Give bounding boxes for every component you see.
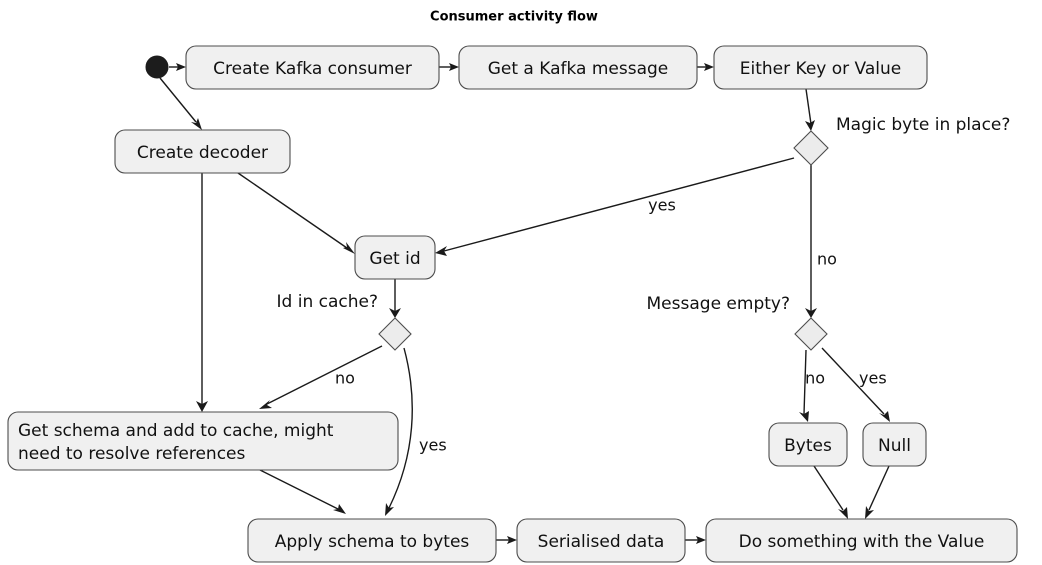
edge-label-message-empty-yes: yes: [859, 369, 887, 388]
node-get-id[interactable]: Get id: [354, 235, 436, 280]
node-apply-schema-to-bytes[interactable]: Apply schema to bytes: [247, 518, 497, 563]
edge-message-to-key-or-value: [697, 63, 714, 71]
edge-start-to-create-consumer: [169, 63, 186, 71]
arrowhead-icon: [259, 400, 272, 409]
arrowhead-icon: [696, 536, 706, 544]
arrowhead-icon: [805, 120, 815, 131]
node-do-something-with-value[interactable]: Do something with the Value: [705, 518, 1018, 563]
edge-label-magic-byte-yes: yes: [648, 196, 676, 215]
edge-null-to-do-something: [865, 465, 890, 519]
node-serialised-data[interactable]: Serialised data: [516, 518, 686, 563]
node-label-get-kafka-message: Get a Kafka message: [488, 59, 669, 79]
edge-cache-yes-to-apply-schema: yes: [385, 347, 447, 516]
page-title: Consumer activity flow: [430, 10, 598, 25]
arrowhead-icon: [879, 411, 890, 422]
edge-label-cache-no: no: [335, 369, 355, 388]
arrowhead-icon: [704, 63, 714, 71]
node-label-get-schema-line2: need to resolve references: [18, 444, 246, 464]
edge-magic-byte-no-to-message-empty: no: [805, 165, 837, 318]
node-id-in-cache-decision[interactable]: [378, 317, 412, 351]
start-node[interactable]: [145, 55, 169, 79]
edge-key-or-value-to-magic-byte: [805, 88, 815, 131]
node-label-do-something-with-value: Do something with the Value: [739, 532, 985, 552]
edge-magic-byte-yes-to-get-id: yes: [435, 157, 795, 256]
arrowhead-icon: [435, 246, 447, 256]
node-label-create-kafka-consumer: Create Kafka consumer: [213, 59, 412, 79]
edge-label-magic-byte-no: no: [817, 250, 837, 269]
node-label-null: Null: [878, 436, 911, 456]
edge-label-cache-yes: yes: [419, 436, 447, 455]
edge-apply-schema-to-serialised: [496, 536, 517, 544]
edge-bytes-to-do-something: [813, 465, 848, 519]
node-label-apply-schema-to-bytes: Apply schema to bytes: [275, 532, 470, 552]
edge-decoder-to-get-schema: [196, 173, 208, 412]
arrowhead-icon: [333, 504, 346, 514]
node-label-get-id: Get id: [369, 249, 420, 269]
node-create-decoder[interactable]: Create decoder: [114, 129, 291, 174]
edge-label-message-empty-no: no: [805, 369, 825, 388]
edge-get-id-to-cache-decision: [389, 279, 401, 318]
decision-caption-message-empty: Message empty?: [647, 294, 790, 314]
edge-cache-no-to-get-schema: no: [259, 345, 383, 409]
edge-message-empty-yes-to-null: yes: [821, 347, 890, 422]
node-get-kafka-message[interactable]: Get a Kafka message: [458, 45, 698, 90]
node-null[interactable]: Null: [862, 422, 927, 467]
node-create-kafka-consumer[interactable]: Create Kafka consumer: [185, 45, 440, 90]
node-label-serialised-data: Serialised data: [538, 532, 665, 552]
edge-serialised-to-do-something: [685, 536, 706, 544]
node-message-empty-decision[interactable]: [794, 317, 828, 351]
arrowhead-icon: [389, 308, 401, 318]
arrowhead-icon: [176, 63, 186, 71]
node-bytes[interactable]: Bytes: [768, 422, 848, 467]
edge-decoder-to-get-id: [237, 172, 355, 254]
edge-message-empty-no-to-bytes: no: [799, 349, 825, 422]
arrowhead-icon: [838, 507, 848, 519]
edge-consumer-to-message: [439, 63, 459, 71]
arrowhead-icon: [449, 63, 459, 71]
arrowhead-icon: [196, 401, 208, 412]
arrowhead-icon: [865, 506, 874, 519]
node-label-create-decoder: Create decoder: [137, 143, 268, 163]
arrowhead-icon: [385, 503, 394, 516]
node-magic-byte-decision[interactable]: [793, 130, 829, 166]
arrowhead-icon: [343, 242, 355, 254]
decision-caption-magic-byte: Magic byte in place?: [836, 115, 1010, 135]
arrowhead-icon: [805, 308, 817, 318]
decision-caption-id-in-cache: Id in cache?: [277, 292, 378, 312]
node-label-bytes: Bytes: [784, 436, 832, 456]
arrowhead-icon: [507, 536, 517, 544]
node-label-get-schema-line1: Get schema and add to cache, might: [18, 421, 334, 441]
node-get-schema-add-cache[interactable]: Get schema and add to cache, might need …: [7, 411, 399, 471]
arrowhead-icon: [191, 118, 202, 130]
edge-get-schema-to-apply-schema: [259, 469, 346, 514]
node-label-either-key-or-value: Either Key or Value: [740, 59, 901, 79]
edge-start-to-create-decoder: [159, 77, 202, 130]
node-either-key-or-value[interactable]: Either Key or Value: [713, 45, 928, 90]
arrowhead-icon: [799, 411, 809, 422]
